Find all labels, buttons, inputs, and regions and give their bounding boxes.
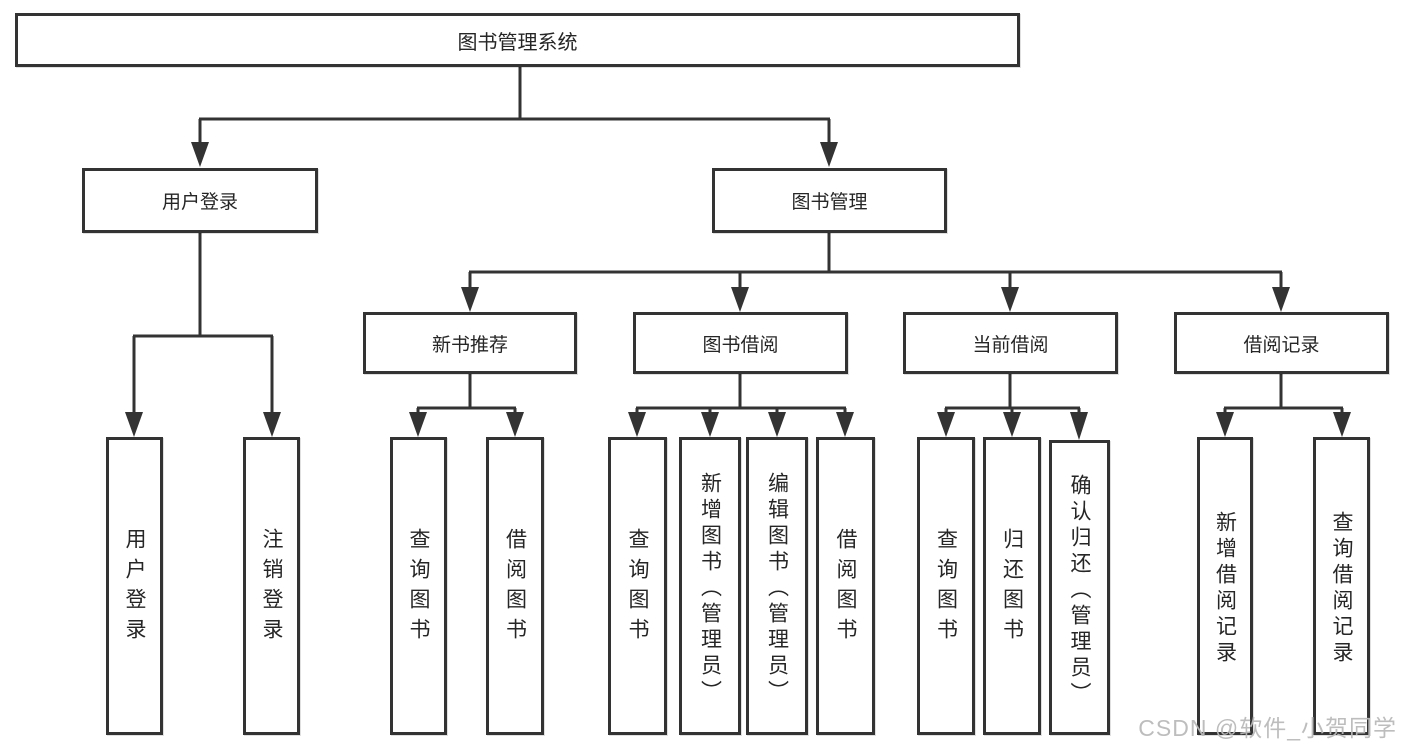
leaf-add-borrow-record: 新增借阅记录: [1197, 437, 1253, 735]
leaf-query-borrow-record: 查询借阅记录: [1313, 437, 1370, 735]
leaf-add-book-admin: 新增图书（管理员）: [679, 437, 741, 735]
leaf-borrow-books-recommend: 借阅图书: [486, 437, 544, 735]
node-new-book-recommend: 新书推荐: [363, 312, 577, 374]
leaf-return-books: 归还图书: [983, 437, 1041, 735]
node-root: 图书管理系统: [15, 13, 1020, 67]
csdn-watermark: CSDN @软件_小贺同学: [1138, 715, 1397, 741]
leaf-edit-book-admin: 编辑图书（管理员）: [746, 437, 808, 735]
leaf-query-books-recommend: 查询图书: [390, 437, 447, 735]
leaf-query-books-current: 查询图书: [917, 437, 975, 735]
leaf-query-books-borrowing: 查询图书: [608, 437, 667, 735]
node-current-borrowing: 当前借阅: [903, 312, 1118, 374]
node-book-management: 图书管理: [712, 168, 947, 233]
node-book-borrowing: 图书借阅: [633, 312, 848, 374]
leaf-user-login: 用户登录: [106, 437, 163, 735]
leaf-borrow-books-borrowing: 借阅图书: [816, 437, 875, 735]
leaf-logout: 注销登录: [243, 437, 300, 735]
arrowheads: [125, 142, 1351, 440]
node-user-login: 用户登录: [82, 168, 318, 233]
leaf-confirm-return-admin: 确认归还（管理员）: [1049, 440, 1110, 735]
node-borrowing-records: 借阅记录: [1174, 312, 1389, 374]
